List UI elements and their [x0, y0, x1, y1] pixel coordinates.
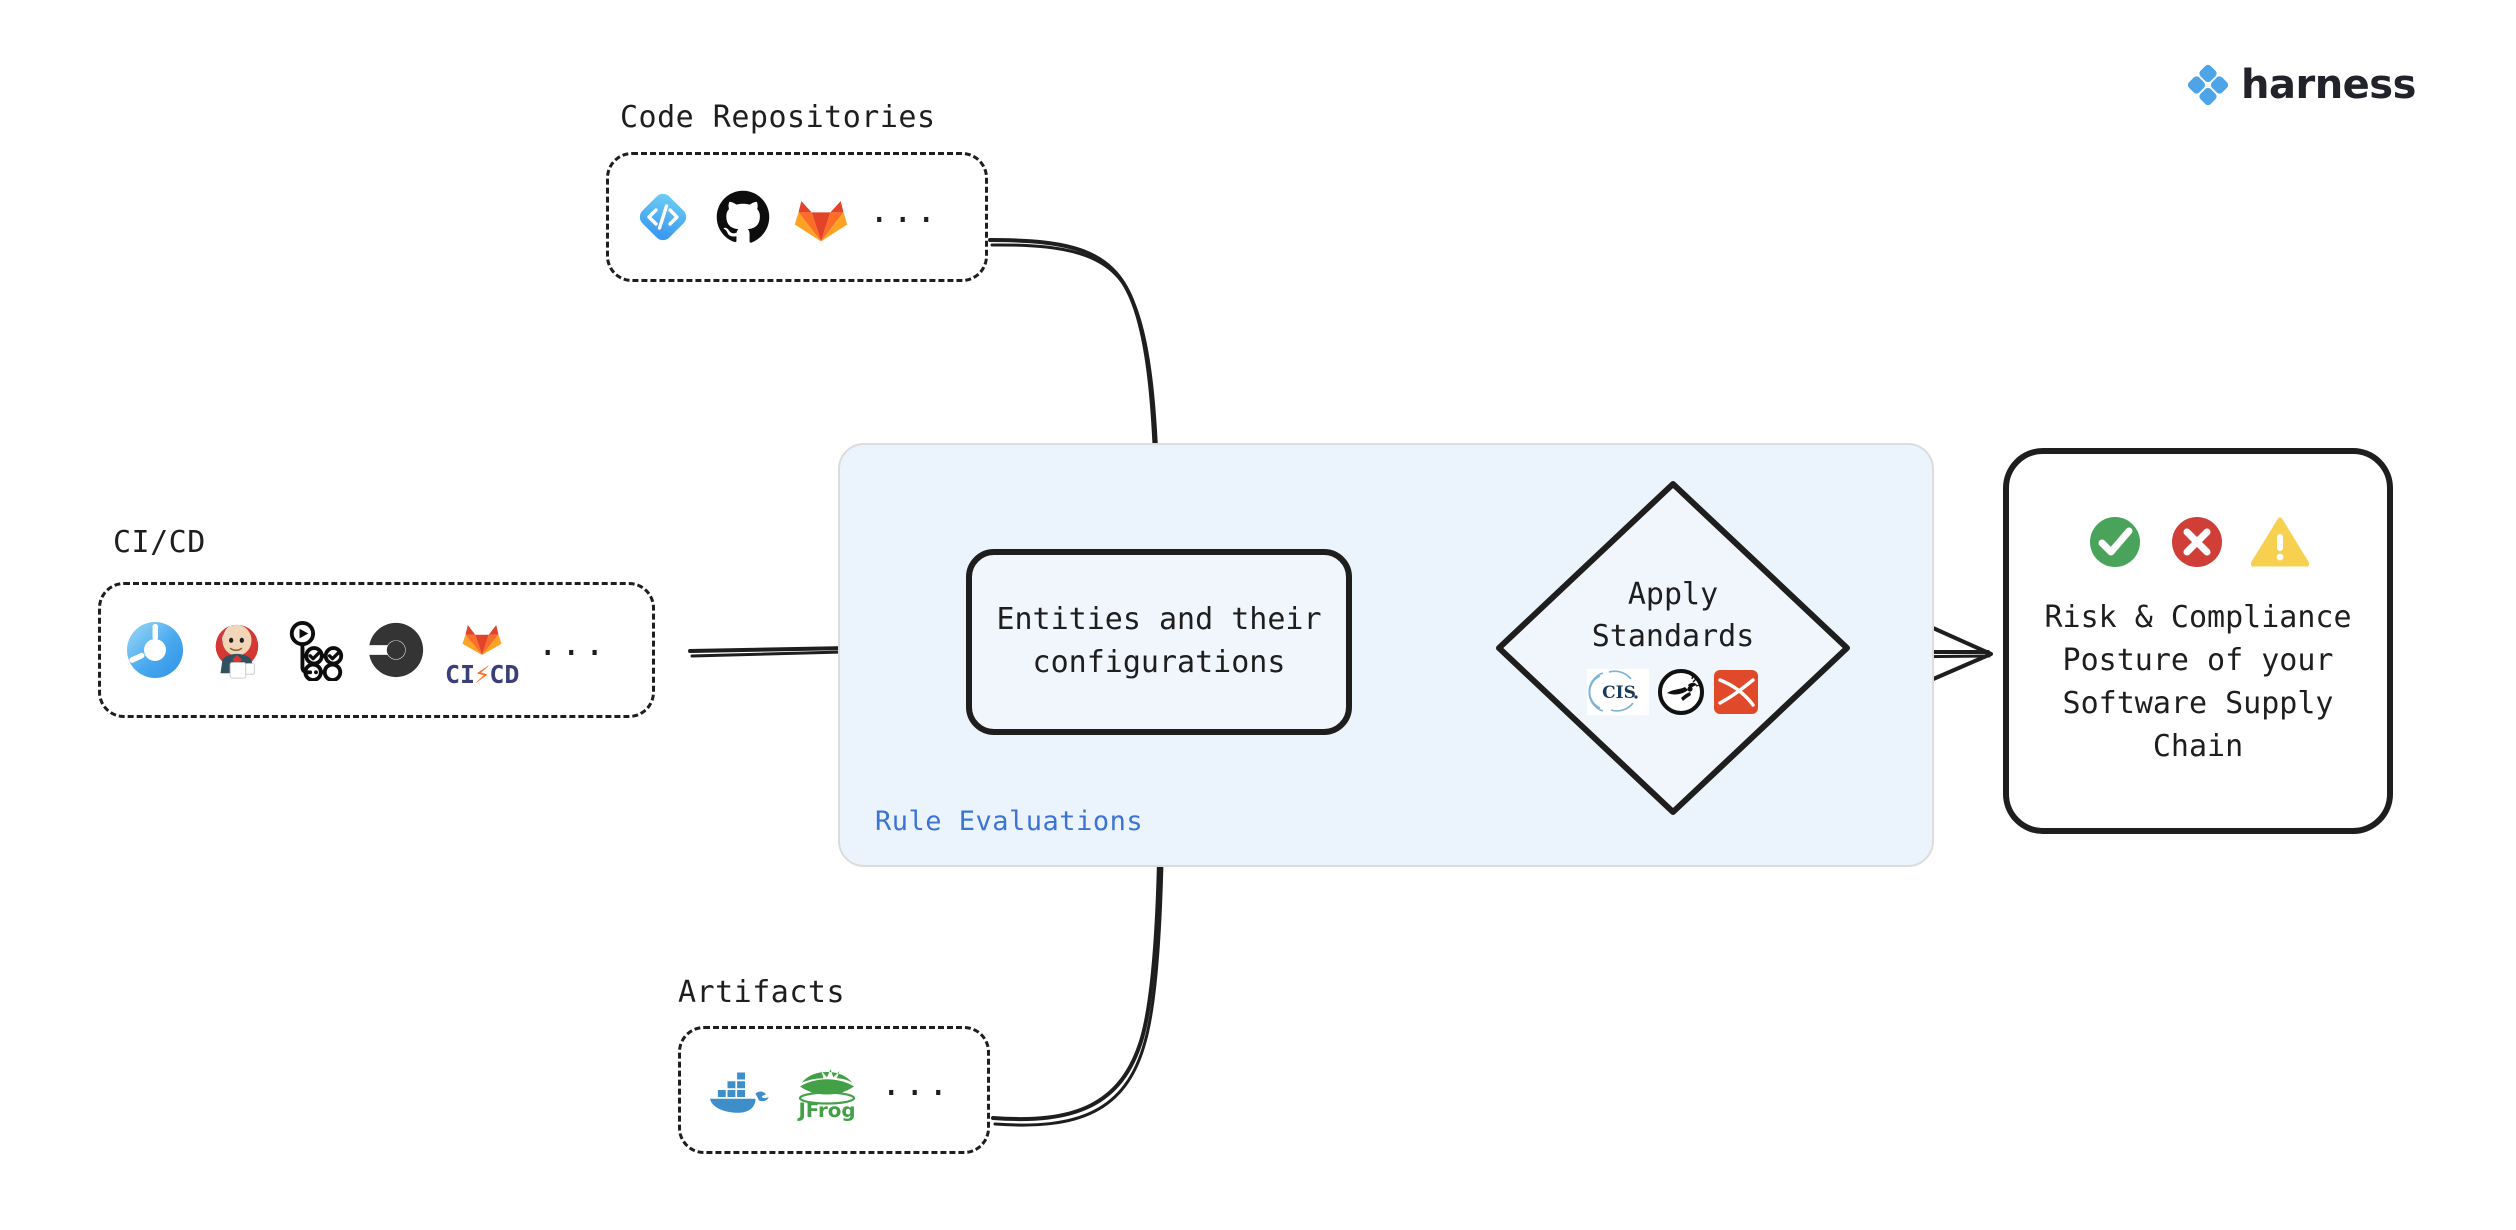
group-ci-cd[interactable]: CI⚡CD ... — [98, 582, 655, 718]
warning-triangle-icon — [2251, 517, 2309, 567]
gitlab-cicd-wordmark: CI⚡CD — [445, 658, 520, 690]
icon-row-artifacts: JFrog ... — [681, 1059, 973, 1121]
gitlab-fox-icon — [462, 624, 502, 655]
group-label-code-repositories: Code Repositories — [620, 100, 936, 135]
group-artifacts[interactable]: JFrog ... — [678, 1026, 990, 1154]
harness-logo: harness — [2185, 62, 2416, 108]
github-icon[interactable] — [713, 187, 773, 247]
icon-row-ci-cd: CI⚡CD ... — [101, 613, 630, 688]
group-code-repositories[interactable]: ... — [606, 152, 988, 282]
gitlab-cicd-icon[interactable]: CI⚡CD — [445, 613, 519, 688]
harness-diamond-icon — [2187, 64, 2229, 106]
code-repositories-ellipsis: ... — [869, 191, 940, 231]
cis-benchmarks-icon[interactable]: CIS — [1587, 669, 1649, 715]
entities-and-configurations-node[interactable]: Entities and their configurations — [966, 549, 1352, 735]
harness-code-icon[interactable] — [631, 185, 695, 249]
openssf-scorecard-icon[interactable] — [1657, 668, 1705, 716]
diamond-shape — [1496, 481, 1850, 815]
circleci-icon[interactable] — [365, 619, 427, 681]
group-label-ci-cd: CI/CD — [113, 525, 206, 560]
check-circle-icon — [2090, 516, 2140, 567]
apply-standards-node[interactable]: Apply Standards CIS — [1493, 478, 1853, 818]
slsa-icon[interactable] — [1713, 669, 1759, 715]
drone-ci-icon[interactable] — [123, 618, 187, 682]
standards-icon-row: CIS — [1587, 668, 1759, 716]
github-actions-icon[interactable] — [285, 619, 347, 681]
error-circle-icon — [2172, 516, 2222, 567]
icon-row-code-repositories: ... — [609, 185, 961, 249]
artifacts-ellipsis: ... — [881, 1064, 952, 1104]
jfrog-icon[interactable]: JFrog — [791, 1059, 863, 1121]
status-icon-row — [2087, 514, 2309, 570]
docker-icon[interactable] — [703, 1060, 773, 1120]
apply-standards-label: Apply Standards — [1591, 577, 1755, 654]
svg-text:JFrog: JFrog — [796, 1099, 855, 1121]
lightning-bolt-icon: ⚡ — [474, 658, 491, 690]
jenkins-icon[interactable] — [205, 619, 267, 681]
risk-compliance-posture-node[interactable]: Risk & Compliance Posture of your Softwa… — [2003, 448, 2393, 834]
group-label-artifacts: Artifacts — [678, 975, 846, 1010]
svg-text:CIS: CIS — [1602, 683, 1636, 703]
rule-evaluations-label: Rule Evaluations — [875, 806, 1144, 837]
harness-wordmark: harness — [2241, 62, 2416, 108]
ci-cd-ellipsis: ... — [537, 624, 608, 664]
outcome-node-label: Risk & Compliance Posture of your Softwa… — [2044, 599, 2352, 765]
apply-standards-content: Apply Standards CIS — [1493, 478, 1853, 818]
entities-node-label: Entities and their configurations — [996, 602, 1322, 680]
gitlab-icon[interactable] — [791, 187, 851, 247]
